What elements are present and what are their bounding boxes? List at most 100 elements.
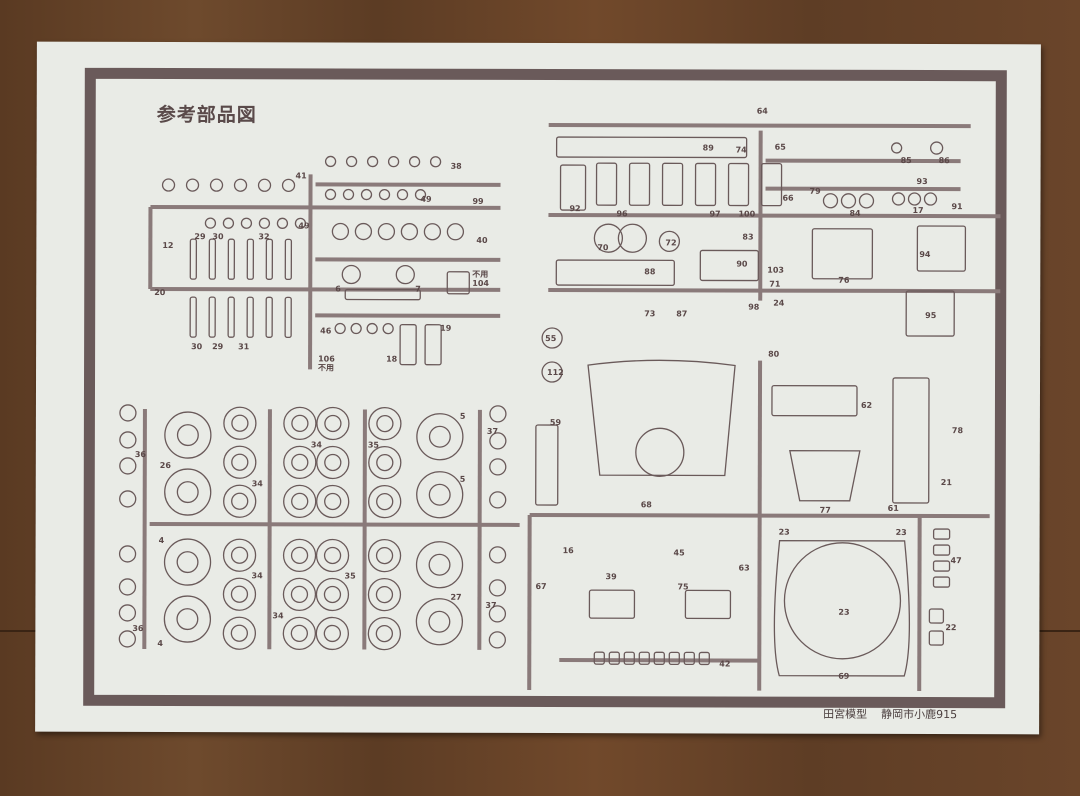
part-window [760, 162, 783, 207]
part-number-label: 17 [912, 205, 924, 216]
road-wheel-hub [428, 553, 451, 576]
part-window [595, 162, 618, 206]
part-number-label: 6 [335, 284, 341, 294]
part-62 [771, 384, 858, 417]
small-wheel [489, 491, 507, 509]
part-17 [923, 192, 938, 206]
part-49 [258, 217, 271, 229]
part-number-label: 7 [415, 284, 421, 294]
part-41 [281, 178, 296, 192]
road-wheel [163, 595, 212, 643]
part-number-label: 74 [735, 145, 747, 155]
wheel [223, 406, 257, 440]
part-90 [699, 249, 760, 282]
part-68-hatch [635, 427, 685, 477]
wheel-hub [324, 492, 342, 511]
part-22 [928, 608, 945, 624]
part-window [727, 162, 750, 207]
part-17 [907, 192, 922, 206]
part-number-label: 4 [158, 536, 165, 546]
small-wheel [119, 404, 137, 422]
part-84 [840, 193, 857, 209]
wheel [315, 577, 350, 612]
small-wheel [489, 405, 507, 423]
part-number-label: 55 [545, 334, 557, 344]
part-link [208, 238, 217, 280]
footer: 田宮模型静岡市小鹿915 [823, 706, 971, 722]
part-number-label: 91 [951, 202, 963, 212]
part-72 [658, 230, 681, 252]
part-41 [185, 178, 200, 192]
part-number-label: 63 [738, 563, 750, 573]
part-38 [387, 155, 400, 168]
part-link [227, 238, 236, 280]
part-number-label: 97 [709, 209, 721, 219]
wheel [316, 406, 350, 441]
part-49 [222, 217, 235, 229]
part-42 [623, 651, 635, 665]
part-92 [559, 164, 587, 211]
part-number-label: 29 [212, 342, 224, 352]
wheel-hub [323, 624, 342, 643]
part-number-label: 36 [132, 623, 144, 633]
part-70 [593, 223, 624, 253]
part-number-label: 89 [702, 143, 714, 153]
part-number-label: 18 [386, 354, 398, 364]
wheel [368, 406, 402, 441]
part-number-label: 23 [778, 527, 790, 537]
part-40 [423, 223, 442, 241]
small-wheel [489, 458, 507, 476]
part-17 [891, 192, 906, 206]
part-number-label: 69 [838, 671, 850, 681]
part-number-label: 39 [605, 572, 617, 582]
part-84 [822, 193, 839, 209]
part-49 [396, 188, 409, 201]
part-number-label: 64 [756, 106, 768, 116]
part-number-label: 49 [298, 221, 310, 231]
part-number-label: 27 [450, 592, 462, 602]
wheel-hub [290, 624, 309, 643]
part-47 [932, 576, 951, 588]
part-number-label: 85 [900, 155, 912, 165]
part-61 [892, 377, 930, 504]
sprue-runner [142, 408, 147, 649]
sprue-runner [362, 409, 367, 650]
part-19 [424, 324, 442, 366]
part-40 [446, 223, 465, 241]
part-86 [929, 141, 944, 155]
part-number-label: 92 [569, 204, 581, 214]
part-number-label: 38 [450, 161, 462, 171]
part-number-label: 41 [295, 171, 307, 181]
part-number-label: 93 [916, 176, 928, 187]
part-number-label: 47 [950, 556, 962, 566]
wheel-hub [231, 414, 249, 432]
part-40 [400, 223, 419, 241]
sprue-runner [548, 123, 971, 129]
part-link [189, 296, 197, 338]
part-number-label: 83 [742, 232, 754, 242]
sprue-runner [757, 360, 763, 691]
part-axle [344, 288, 421, 301]
part-68-body [587, 359, 736, 477]
part-link [189, 238, 198, 280]
sprue-runner [150, 286, 501, 292]
part-46 [334, 322, 346, 335]
part-95 [905, 290, 955, 337]
part-number-label: 95 [925, 311, 937, 321]
part-number-label: 67 [535, 581, 547, 592]
wheel-hub [323, 585, 342, 604]
wheel [283, 445, 317, 480]
part-46 [382, 322, 394, 335]
wheel-hub [290, 546, 309, 565]
wheel-hub [376, 492, 394, 511]
part-49 [414, 189, 427, 201]
part-number-label: 36 [134, 449, 146, 459]
part-41 [233, 178, 248, 192]
part-number-label: 32 [258, 232, 270, 242]
part-number-label: 23 [895, 527, 907, 537]
part-49 [324, 188, 337, 201]
road-wheel [164, 411, 212, 459]
small-wheel [119, 457, 137, 475]
wheel-hub [375, 585, 394, 604]
